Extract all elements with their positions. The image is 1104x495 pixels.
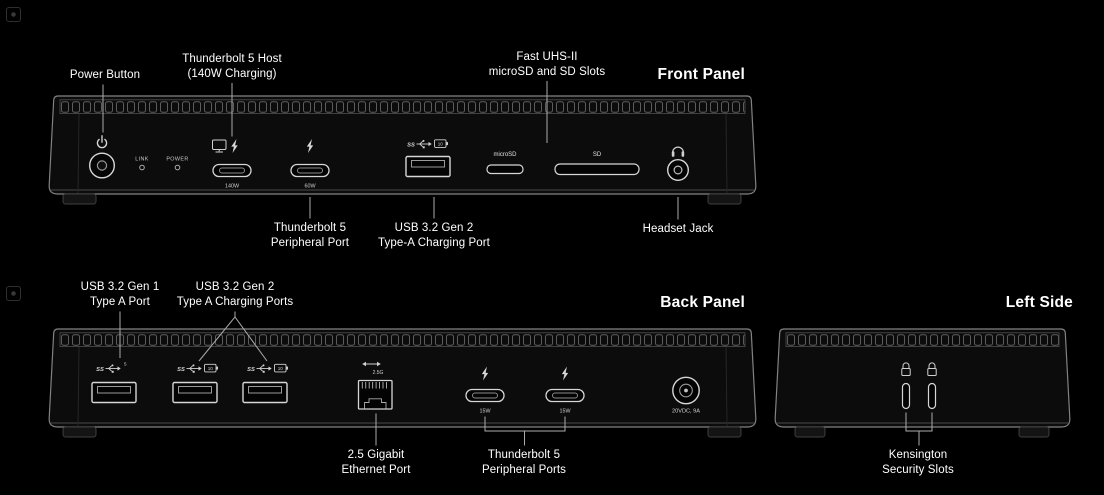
rj45-pins [361,382,387,389]
back-vent-grille [59,332,746,347]
usb-ss-label: SS [407,143,415,149]
usb-trident-icon [256,364,272,373]
back-chassis [48,328,757,428]
front-vent-grille [59,99,746,115]
callout-lines [102,81,933,446]
front-panel-title: Front Panel [657,66,745,83]
power-button [88,135,115,179]
microsd-label: microSD [493,152,517,158]
callout-tb5-peripheral: Thunderbolt 5 Peripheral Port [270,222,350,250]
power-led-label: POWER [166,157,188,163]
usb-ss-label: SS [247,367,255,373]
tb5-watts-label: 15W [479,409,491,415]
front-foot-right [707,193,742,205]
front-device: LINK POWER 140W [48,95,757,205]
kensington-slots [901,362,937,410]
callout-usb-gen1: USB 3.2 Gen 1 Type A Port [80,281,160,309]
kensington-slot-2 [927,382,937,410]
callout-usb-charging-front: USB 3.2 Gen 2 Type-A Charging Port [378,222,490,250]
left-side-title: Left Side [1005,294,1073,311]
thunderbolt-icon [481,366,489,381]
back-panel-title: Back Panel [660,294,745,311]
power-icon [96,135,108,149]
callout-usb-gen2-charging: USB 3.2 Gen 2 Type A Charging Ports [176,281,294,309]
headset-jack-port [667,146,690,181]
callout-headset-jack: Headset Jack [642,223,714,235]
headphones-icon [671,146,685,157]
link-led-label: LINK [135,157,149,163]
usb-trident-icon [416,139,432,149]
tb5-watts-label: 15W [559,409,571,415]
back-foot-left [62,426,97,438]
tb5-peripheral-watts-label: 60W [304,184,316,190]
callout-ethernet: 2.5 Gigabit Ethernet Port [341,449,411,477]
usb-speed-label: 5 [124,362,127,367]
back-foot-right [707,426,742,438]
watermark-icon [6,7,21,22]
left-side-device [774,328,1071,438]
padlock-icon [901,362,911,376]
thunderbolt5-peripheral-port-2: 15W [545,366,585,415]
callout-line-usb-gen2 [198,311,268,362]
callout-uhs-slots: Fast UHS-II microSD and SD Slots [488,51,606,79]
usb-a-charging-port-1: SS 10 [172,363,218,404]
sd-label: SD [593,152,602,158]
thunderbolt5-host-port: 140W [212,139,252,190]
ethernet-port: 2.5G [357,361,393,410]
callout-tb5-host: Thunderbolt 5 Host (140W Charging) [182,53,282,81]
usb-trident-icon [105,364,121,373]
usb-speed-label: 10 [208,366,214,371]
dc-power-input: 20VDC, 9A [672,376,700,415]
callout-bracket-kensington [905,412,933,446]
back-device: SS 5 SS [48,328,757,438]
usb-speed-label: 10 [438,142,444,147]
usb-trident-icon [186,364,202,373]
thunderbolt-icon [306,139,314,153]
left-vent-grille [785,332,1060,347]
callout-tb5-ports: Thunderbolt 5 Peripheral Ports [481,449,567,477]
callout-power-button: Power Button [69,69,141,81]
thunderbolt-icon [561,366,569,381]
usb-speed-label: 10 [278,366,284,371]
back-seam-left [77,346,80,427]
back-seam-right [725,346,728,427]
usb-a-charging-port-2: SS 10 [242,363,288,404]
thunderbolt5-peripheral-port-1: 15W [465,366,505,415]
tb5-host-watts-label: 140W [225,184,240,190]
usb-a-gen1-port: SS 5 [91,362,137,404]
callout-bracket-tb5 [484,416,566,446]
thunderbolt5-peripheral-port-front: 60W [290,139,330,190]
usb-ss-label: SS [96,367,104,373]
display-icon [212,139,227,153]
ethernet-speed-label: 2.5G [373,370,384,376]
kensington-slot-1 [901,382,911,410]
callout-kensington: Kensington Security Slots [882,449,954,477]
left-foot-left [794,426,826,438]
microsd-slot: microSD [486,152,524,175]
front-seam-right [725,113,728,194]
battery-icon: 10 [274,363,288,373]
battery-icon: 10 [434,139,448,148]
left-chassis [774,328,1071,428]
front-seam-left [77,113,80,194]
thunderbolt-icon [231,139,238,153]
front-foot-left [62,193,97,205]
usb-ss-label: SS [177,367,185,373]
battery-icon: 10 [204,363,218,373]
padlock-icon [927,362,937,376]
rj45-notch [364,398,387,409]
sd-slot: SD [554,152,640,176]
left-foot-right [1018,426,1050,438]
power-led: POWER [166,157,188,171]
ethernet-speed-icon [362,361,381,367]
usb-a-charging-port-front: SS 10 [405,139,451,178]
link-led: LINK [135,157,149,171]
dc-rating-label: 20VDC, 9A [672,409,700,415]
watermark-icon [6,286,21,301]
